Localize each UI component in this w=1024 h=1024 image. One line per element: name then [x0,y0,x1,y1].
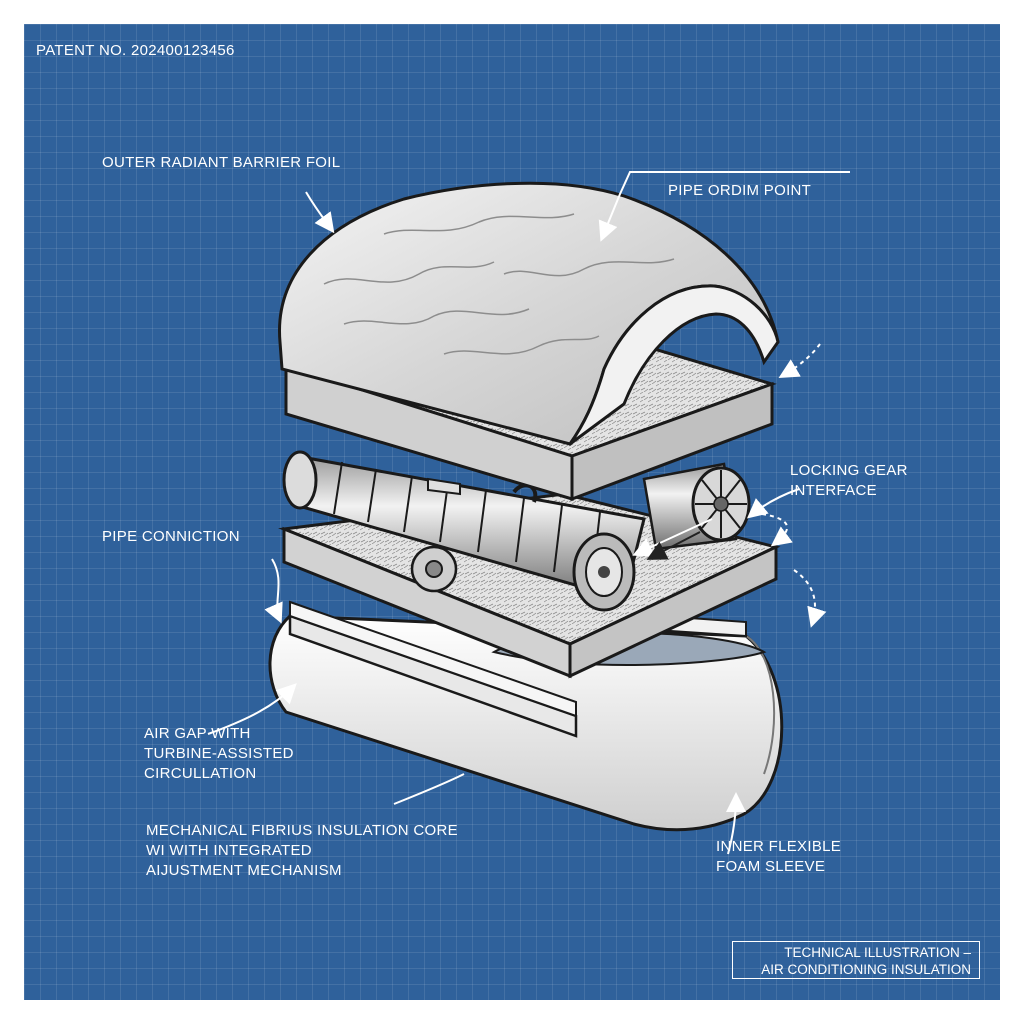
label-line: MECHANICAL FIBRIUS INSULATION CORE [146,822,458,839]
label-locking-gear-interface: LOCKING GEAR INTERFACE [790,461,908,501]
label-line: AIR GAP WITH [144,725,251,742]
caption-line: TECHNICAL ILLUSTRATION – [784,945,971,960]
label-line: INNER FLEXIBLE [716,838,842,855]
patent-number: PATENT NO. 202400123456 [36,42,235,59]
label-outer-radiant-barrier-foil: OUTER RADIANT BARRIER FOIL [102,154,341,171]
label-pipe-point: PIPE ORDIM POINT [668,182,812,199]
label-line: CIRCULLATION [144,765,257,782]
label-air-gap: AIR GAP WITH TURBINE-ASSISTED CIRCULLATI… [144,724,294,784]
blueprint-sheet: PATENT NO. 202400123456 OUTER RADIANT BA… [24,24,1000,1000]
caption-line: AIR CONDITIONING INSULATION [761,962,971,977]
gear-arrow [646,531,701,560]
label-insulation-core: MECHANICAL FIBRIUS INSULATION CORE WI WI… [146,821,458,881]
label-line: AIJUSTMENT MECHANISM [146,862,342,879]
exploded-insulation-diagram [207,171,850,855]
caption-box: TECHNICAL ILLUSTRATION – AIR CONDITIONIN… [732,941,980,979]
label-line: WI WITH INTEGRATED [146,842,312,859]
label-pipe-connection: PIPE CONNICTION [102,528,240,545]
outer-radiant-barrier-foil [278,181,780,446]
label-line: FOAM SLEEVE [716,858,826,875]
label-line: LOCKING GEAR [790,462,908,479]
label-line: INTERFACE [790,482,877,499]
label-line: TURBINE-ASSISTED [144,745,294,762]
mechanical-adjustment-core [282,420,751,612]
label-inner-foam-sleeve: INNER FLEXIBLE FOAM SLEEVE [716,837,841,877]
